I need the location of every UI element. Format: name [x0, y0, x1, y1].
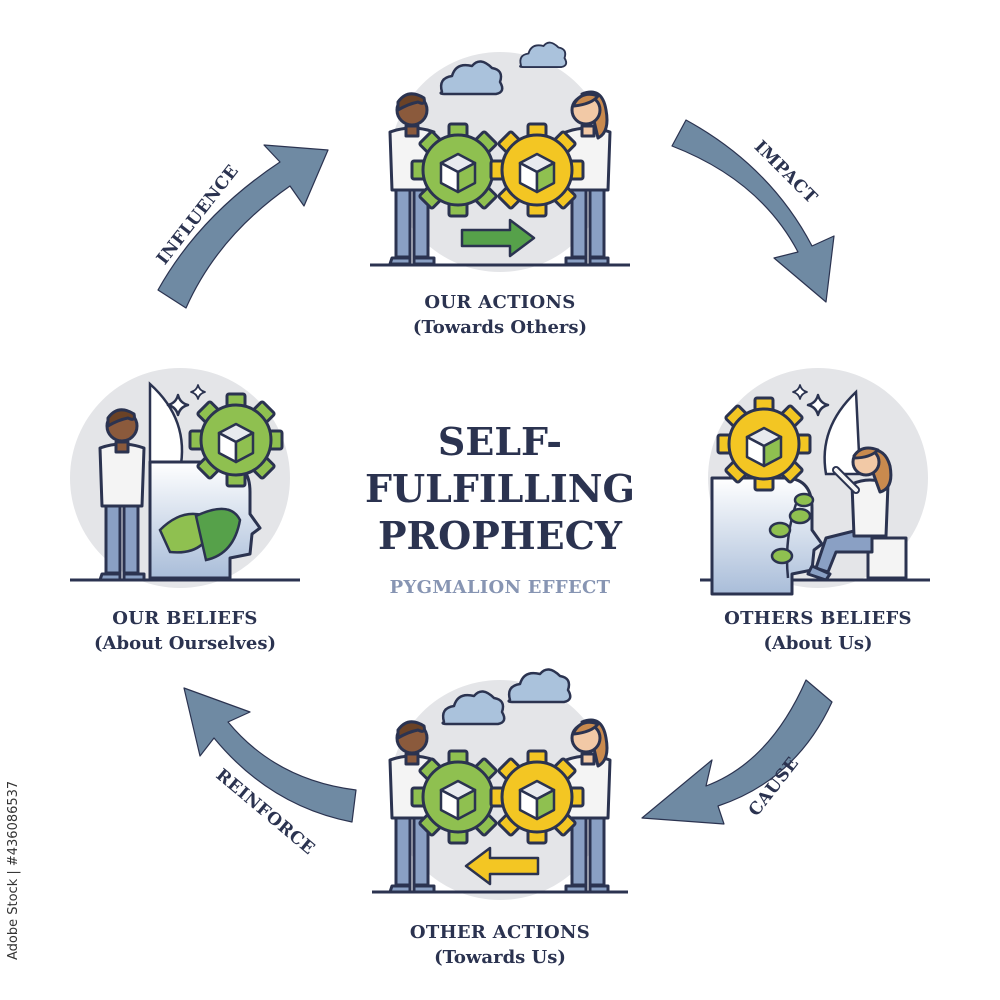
cloud-icon [519, 41, 568, 68]
leaf-icon [158, 507, 242, 562]
cube-icon [439, 779, 477, 821]
woman-seated-figure-icon [806, 446, 908, 582]
cube-icon [518, 779, 556, 821]
title-line: SELF- [437, 419, 563, 464]
node-label-others-beliefs: OTHERS BELIEFS (About Us) [688, 608, 948, 654]
node-others-beliefs-illustration [700, 368, 930, 596]
plant-icon [768, 492, 815, 579]
cube-icon [439, 152, 477, 194]
diagram-subtitle: PYGMALION EFFECT [389, 577, 611, 598]
arrow-right-icon [460, 218, 536, 258]
title-line: PROPHECY [377, 513, 623, 558]
cloud-icon [507, 668, 572, 704]
node-title: OUR ACTIONS [424, 292, 576, 313]
arrow-left-icon [464, 846, 540, 886]
node-subtitle: (Towards Others) [412, 317, 588, 338]
arrow-cause [641, 679, 833, 825]
node-title: OTHERS BELIEFS [724, 608, 912, 629]
node-subtitle: (Towards Us) [434, 947, 566, 968]
arrow-impact [671, 119, 835, 303]
node-label-our-beliefs: OUR BELIEFS (About Ourselves) [50, 608, 320, 654]
node-label-other-actions: OTHER ACTIONS (Towards Us) [340, 922, 660, 968]
cube-icon [217, 422, 255, 464]
title-line: FULFILLING [365, 466, 635, 511]
stock-id-watermark: Adobe Stock | #436086537 [6, 780, 21, 960]
node-our-beliefs-illustration [70, 368, 300, 588]
node-subtitle: (About Ourselves) [94, 633, 276, 654]
cube-icon [518, 152, 556, 194]
arrow-reinforce [183, 687, 357, 823]
node-subtitle: (About Us) [763, 633, 873, 654]
cube-icon [745, 426, 783, 468]
diagram-title: SELF- FULFILLING PROPHECY [360, 418, 640, 559]
arrow-influence [157, 144, 329, 309]
node-label-our-actions: OUR ACTIONS (Towards Others) [340, 292, 660, 338]
node-title: OUR BELIEFS [112, 608, 258, 629]
node-title: OTHER ACTIONS [409, 922, 591, 943]
node-our-actions-illustration [370, 41, 630, 272]
node-other-actions-illustration [372, 668, 628, 900]
